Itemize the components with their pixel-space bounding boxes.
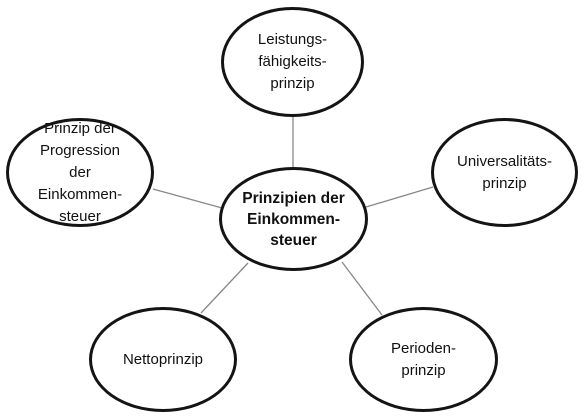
node-nettoprinzip: Nettoprinzip	[89, 307, 237, 412]
node-universalitaetsprinzip: Universalitäts- prinzip	[431, 118, 578, 227]
connector-center-right	[365, 186, 434, 208]
node-progressionsprinzip: Prinzip der Progression der Einkommen- s…	[6, 118, 154, 227]
node-left-label: Prinzip der Progression der Einkommen- s…	[37, 119, 123, 225]
node-bottom-right-label: Perioden- prinzip	[390, 339, 457, 379]
center-node: Prinzipien der Einkommen- steuer	[219, 167, 368, 271]
node-leistungsfaehigkeitsprinzip: Leistungs- fähigkeits- prinzip	[221, 7, 364, 117]
connector-center-bottom-right	[341, 261, 383, 316]
node-periodenprinzip: Perioden- prinzip	[349, 307, 498, 412]
connector-center-bottom-left	[200, 262, 249, 314]
node-top-label: Leistungs- fähigkeits- prinzip	[257, 31, 328, 92]
connector-center-left	[152, 188, 223, 209]
node-bottom-left-label: Nettoprinzip	[122, 350, 204, 368]
center-node-label: Prinzipien der Einkommen- steuer	[242, 189, 345, 249]
node-right-label: Universalitäts- prinzip	[456, 152, 553, 192]
